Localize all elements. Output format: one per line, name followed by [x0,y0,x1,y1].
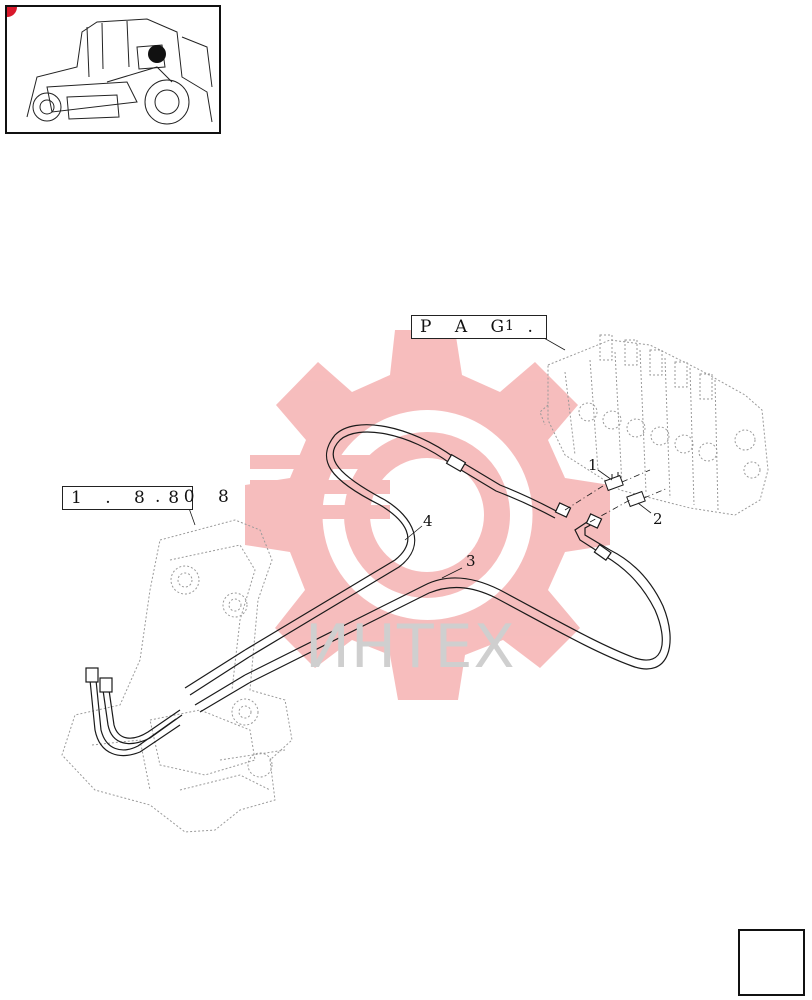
loader-hose-ends [85,649,250,757]
fitting-2 [626,490,646,508]
frame-page-reference: 1 . 8 8 [62,486,194,510]
assembly-leader-lines [564,469,669,523]
fitting-1 [604,472,624,492]
page-marker-dot [7,7,17,17]
tractor-overview-thumbnail [5,5,221,134]
valve-page-reference: P A G . [411,315,547,339]
callout-3: 3 [466,552,476,570]
watermark-text: ИНТЕХ [305,612,516,682]
callout-1: 1 [588,456,598,474]
valve-ref-label: P A G . [420,317,542,337]
location-highlight-dot [148,45,166,63]
callout-2: 2 [653,510,663,528]
pipe-3 [244,513,671,684]
callout-4: 4 [423,512,433,530]
tractor-overview-drawing [26,18,213,125]
control-valve-outline [539,334,769,516]
valve-ref-number: 1 [505,318,523,334]
frame-ref-label: 1 . 8 8 [71,488,189,508]
next-page-button[interactable] [738,929,805,996]
loader-frame-outline [61,519,293,833]
frame-ref-suffix: . 0 8 [155,487,238,507]
pipe-4 [244,424,572,658]
